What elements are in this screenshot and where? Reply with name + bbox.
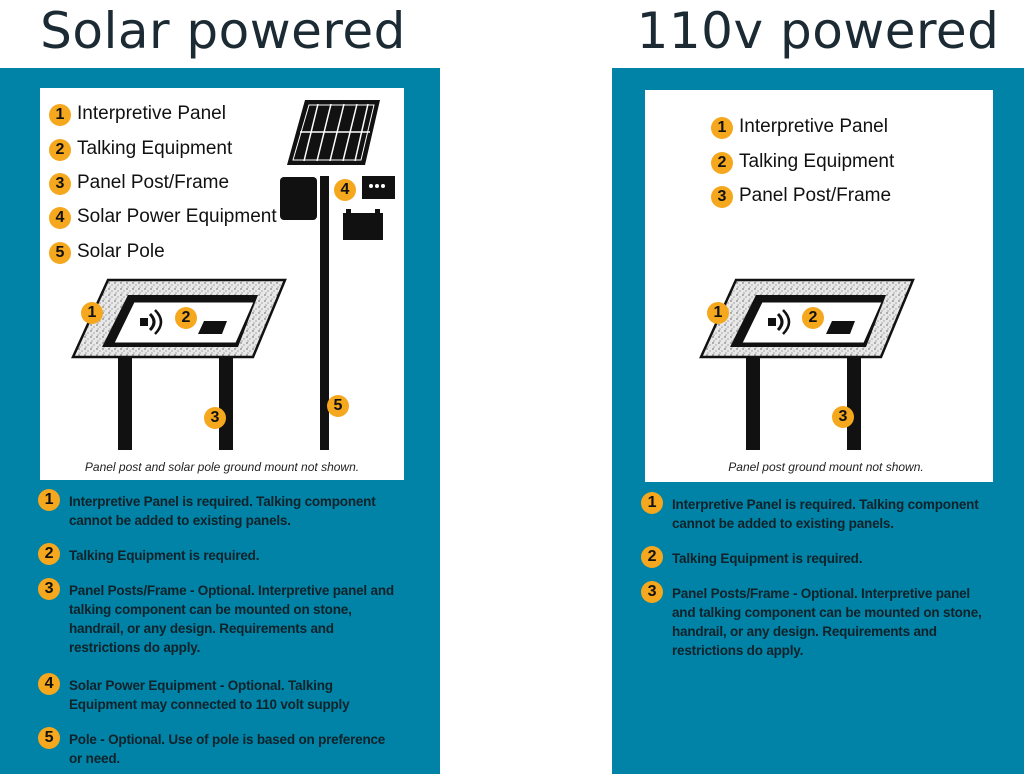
note-line: Pole - Optional. Use of pole is based on… [69,732,386,747]
diagram-badge-5: 5 [327,395,349,417]
note-line: Equipment may connected to 110 volt supp… [69,697,350,712]
solar-caption: Panel post and solar pole ground mount n… [84,460,360,474]
note-2: 2 Talking Equipment is required. [641,546,863,568]
note-5: 5 Pole - Optional. Use of pole is based … [38,727,386,768]
legend-item: Panel Post/Frame [77,172,230,193]
note-line: restrictions do apply. [672,643,804,658]
legend-badge-5: 5 [49,242,71,264]
legend-badge-4: 4 [49,207,71,229]
110v-title: 110v powered [636,2,1000,60]
note-1: 1 Interpretive Panel is required. Talkin… [641,492,979,533]
diagram-badge-2: 2 [802,307,824,329]
note-line: Panel Posts/Frame - Optional. Interpreti… [672,586,970,601]
note-line: and talking component can be mounted on … [672,605,982,620]
legend-item: Solar Power Equipment [77,206,277,227]
legend-badge-1: 1 [711,117,733,139]
diagram-badge-2: 2 [175,307,197,329]
legend-badge-1: 1 [49,104,71,126]
note-line: Talking Equipment is required. [69,548,260,563]
legend-badge-2: 2 [49,139,71,161]
note-badge: 5 [38,727,60,749]
110v-caption: Panel post ground mount not shown. [728,460,924,474]
legend-badge-3: 3 [711,186,733,208]
note-2: 2 Talking Equipment is required. [38,543,260,565]
diagram-badge-1: 1 [707,302,729,324]
note-line: Interpretive Panel is required. Talking … [672,497,979,512]
note-line: restrictions do apply. [69,640,201,655]
solar-title: Solar powered [40,2,406,60]
legend-item: Solar Pole [77,241,165,262]
note-badge: 1 [641,492,663,514]
note-line: talking component can be mounted on ston… [69,602,352,617]
note-3: 3 Panel Posts/Frame - Optional. Interpre… [641,581,982,660]
note-line: Interpretive Panel is required. Talking … [69,494,376,509]
legend-item: Talking Equipment [739,151,895,172]
note-line: or need. [69,751,120,766]
note-1: 1 Interpretive Panel is required. Talkin… [38,489,376,530]
note-badge: 2 [641,546,663,568]
legend-item: Talking Equipment [77,138,233,159]
note-badge: 3 [38,578,60,600]
note-line: cannot be added to existing panels. [69,513,291,528]
note-line: Panel Posts/Frame - Optional. Interpreti… [69,583,394,598]
note-badge: 1 [38,489,60,511]
note-line: handrail, or any design. Requirements an… [672,624,937,639]
diagram-badge-3: 3 [204,407,226,429]
diagram-badge-1: 1 [81,302,103,324]
note-4: 4 Solar Power Equipment - Optional. Talk… [38,673,350,714]
note-badge: 3 [641,581,663,603]
diagram-badge-4: 4 [334,179,356,201]
note-3: 3 Panel Posts/Frame - Optional. Interpre… [38,578,394,657]
legend-item: Interpretive Panel [77,103,226,124]
note-line: Solar Power Equipment - Optional. Talkin… [69,678,333,693]
legend-badge-2: 2 [711,152,733,174]
note-line: handrail, or any design. Requirements an… [69,621,334,636]
legend-item: Panel Post/Frame [739,185,892,206]
note-badge: 4 [38,673,60,695]
diagram-badge-3: 3 [832,406,854,428]
note-line: Talking Equipment is required. [672,551,863,566]
110v-diagram-box [645,90,993,482]
note-badge: 2 [38,543,60,565]
legend-item: Interpretive Panel [739,116,888,137]
note-line: cannot be added to existing panels. [672,516,894,531]
legend-badge-3: 3 [49,173,71,195]
